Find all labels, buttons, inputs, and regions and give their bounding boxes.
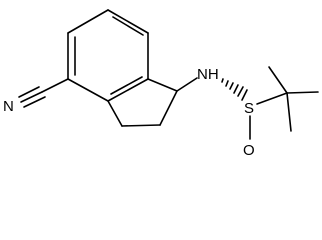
molecule-structure: N NH S O bbox=[3, 9, 319, 159]
bond-ring-fusion bbox=[107, 78, 149, 102]
hashed-wedge-bond bbox=[221, 78, 248, 101]
amine-label: NH bbox=[197, 66, 219, 83]
bond-cq-methyl-top bbox=[268, 66, 288, 94]
bond-ring-upper-left bbox=[67, 9, 109, 34]
bond-c4-c5 bbox=[107, 100, 123, 127]
cyclopentane-ring bbox=[107, 78, 178, 127]
bond-triple-3 bbox=[23, 96, 46, 108]
bond-triple-2 bbox=[18, 86, 40, 98]
benzene-ring bbox=[67, 9, 149, 102]
bond-ring-lower-left bbox=[67, 78, 109, 102]
bond-c1-c2 bbox=[147, 78, 178, 92]
nitrile-group: N bbox=[3, 78, 69, 115]
bond-triple-1 bbox=[20, 91, 43, 103]
sulfinamide-group: NH S O bbox=[176, 66, 288, 159]
sulfur-label: S bbox=[244, 100, 254, 117]
oxygen-label: O bbox=[243, 142, 255, 159]
tert-butyl-group bbox=[268, 66, 319, 132]
bond-ring-top bbox=[107, 9, 149, 34]
bond-s-cq bbox=[256, 92, 288, 105]
bond-cq-methyl-bottom bbox=[286, 92, 292, 132]
bond-ring-fusion-inner bbox=[110, 76, 143, 95]
bond-c-nh bbox=[176, 77, 198, 92]
bond-c3-c4 bbox=[121, 124, 161, 127]
bond-ring-top-inner bbox=[112, 16, 144, 36]
nitrile-nitrogen-label: N bbox=[3, 98, 14, 115]
bond-c2-c3 bbox=[159, 90, 178, 126]
bond-aryl-nitrile bbox=[41, 78, 69, 93]
bond-cq-methyl-right bbox=[286, 91, 319, 94]
